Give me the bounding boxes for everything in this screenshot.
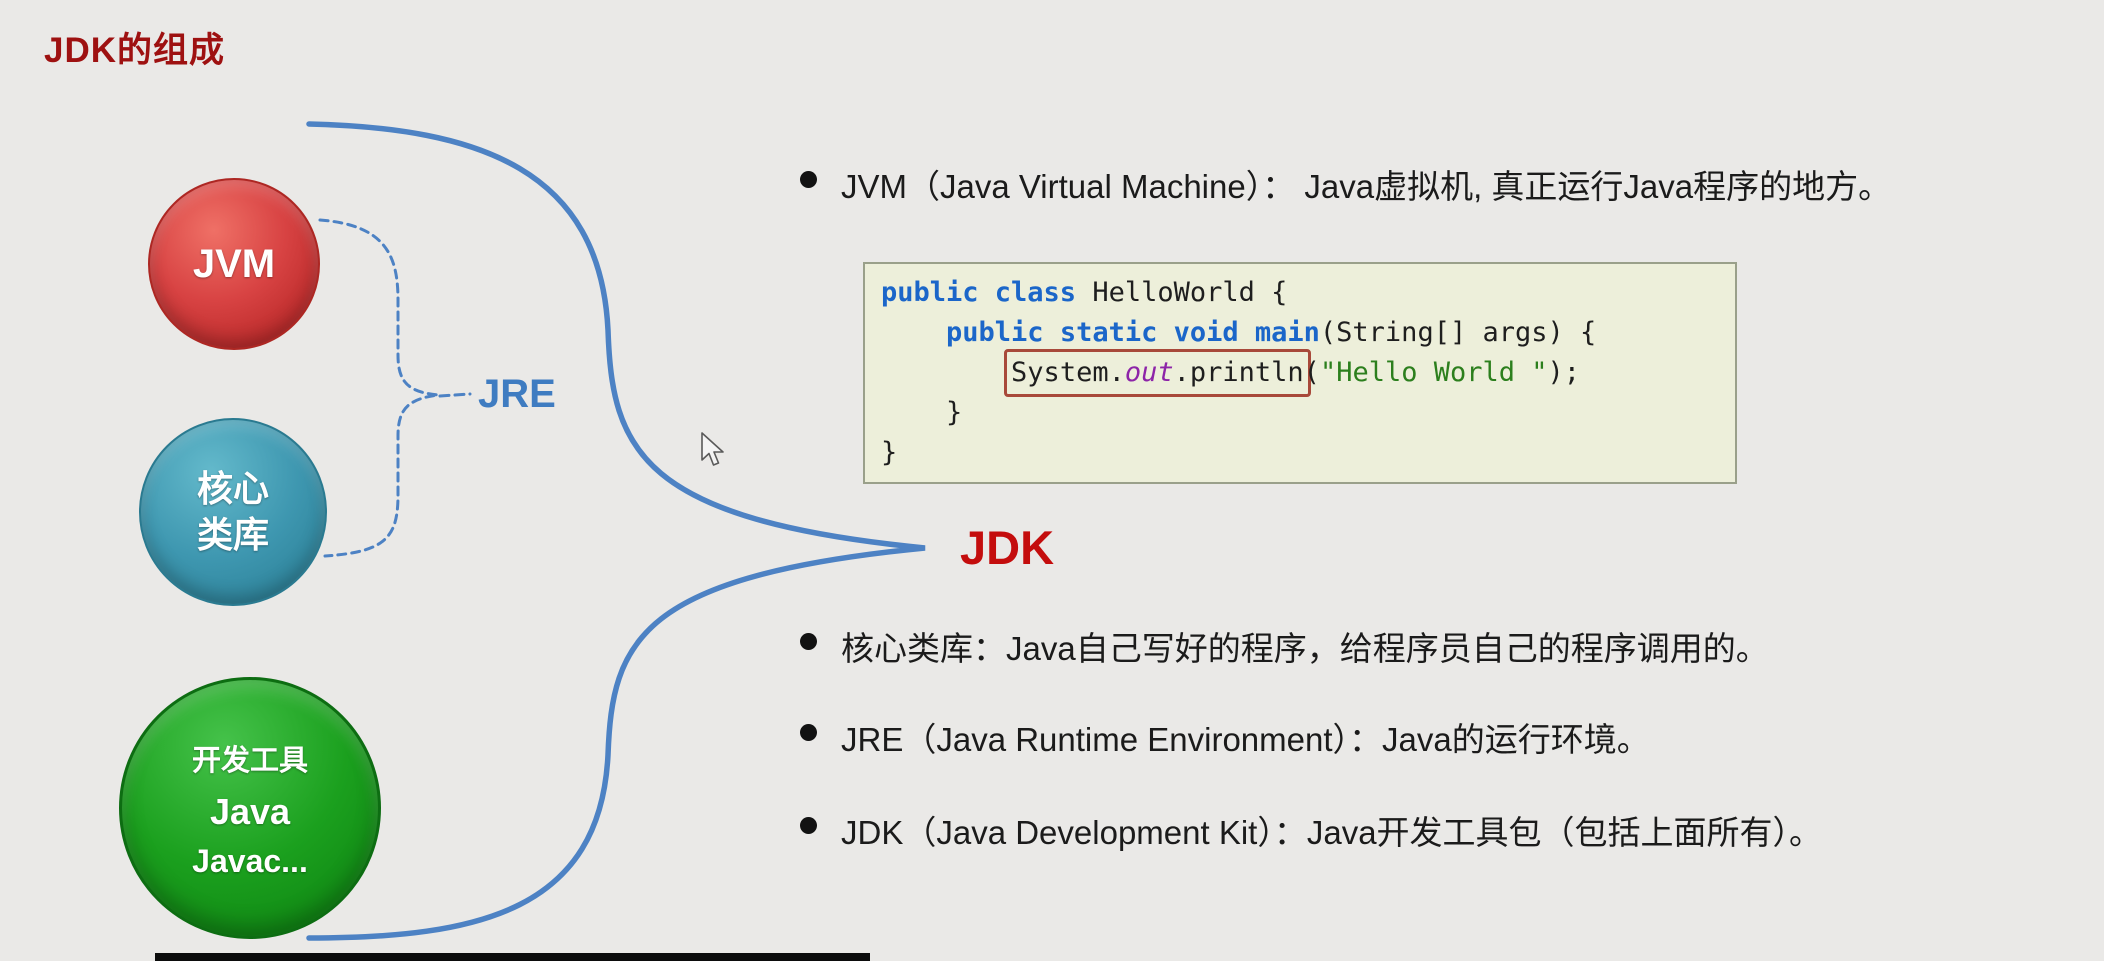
tools-circle-line1: 开发工具 <box>191 744 308 777</box>
code-line: System.out.println("Hello World "); <box>881 349 1735 397</box>
code-line: public class HelloWorld { <box>881 273 1735 313</box>
bullet-core-library: 核心类库：Java自己写好的程序，给程序员自己的程序调用的。 <box>800 622 1769 670</box>
code-token: ); <box>1547 357 1581 388</box>
code-token: } <box>881 437 898 468</box>
bullet-jre: JRE（Java Runtime Environment）：Java的运行环境。 <box>800 713 1650 761</box>
bullet-jdk: JDK（Java Development Kit）：Java开发工具包（包括上面… <box>800 806 1822 854</box>
core-circle-line1: 核心 <box>196 468 269 509</box>
jre-connector-dash <box>438 392 472 398</box>
tools-circle-line3: Javac... <box>192 842 308 879</box>
bullet-jre-text: JRE（Java Runtime Environment）：Java的运行环境。 <box>841 721 1650 758</box>
jre-dashed-bracket <box>318 218 439 558</box>
bullet-icon <box>800 171 817 188</box>
code-token: .println <box>1173 357 1304 388</box>
code-token <box>881 317 946 348</box>
code-token: out <box>1124 357 1174 388</box>
bullet-jvm-text: JVM（Java Virtual Machine）： Java虚拟机, 真正运行… <box>841 168 1892 205</box>
code-token: ( <box>1303 357 1320 388</box>
mouse-cursor-icon <box>701 432 724 466</box>
code-token: (String[] args) { <box>1319 317 1597 348</box>
code-lines: public class HelloWorld { public static … <box>881 273 1735 473</box>
code-highlight-box: System.out.println <box>1004 349 1311 397</box>
bullet-jvm: JVM（Java Virtual Machine）： Java虚拟机, 真正运行… <box>800 160 1891 208</box>
code-token: "Hello World " <box>1319 357 1548 388</box>
jdk-label: JDK <box>960 521 1055 574</box>
core-circle-line2: 类库 <box>196 514 269 555</box>
code-token: } <box>881 397 963 428</box>
code-token: public class <box>881 277 1093 308</box>
code-token <box>881 357 1011 388</box>
page-title: JDK的组成 <box>44 31 226 70</box>
bullet-icon <box>800 724 817 741</box>
dev-tools-circle: 开发工具 Java Javac... <box>119 677 381 939</box>
bullet-icon <box>800 633 817 650</box>
bottom-dark-strip <box>155 953 870 961</box>
jvm-circle: JVM <box>148 178 320 350</box>
code-block: public class HelloWorld { public static … <box>863 262 1737 484</box>
tools-circle-line2: Java <box>209 790 291 832</box>
bullet-jdk-text: JDK（Java Development Kit）：Java开发工具包（包括上面… <box>841 814 1823 851</box>
code-line: } <box>881 393 1735 433</box>
code-line: public static void main(String[] args) { <box>881 313 1735 353</box>
bullet-core-text: 核心类库：Java自己写好的程序，给程序员自己的程序调用的。 <box>841 630 1769 667</box>
core-library-circle: 核心 类库 <box>139 418 327 606</box>
jre-label: JRE <box>478 372 556 416</box>
code-line: } <box>881 433 1735 473</box>
bullet-icon <box>800 817 817 834</box>
code-token: System. <box>1011 357 1125 388</box>
code-token: public static void main <box>946 317 1320 348</box>
code-token: HelloWorld { <box>1092 277 1288 308</box>
jvm-circle-label: JVM <box>192 241 276 286</box>
